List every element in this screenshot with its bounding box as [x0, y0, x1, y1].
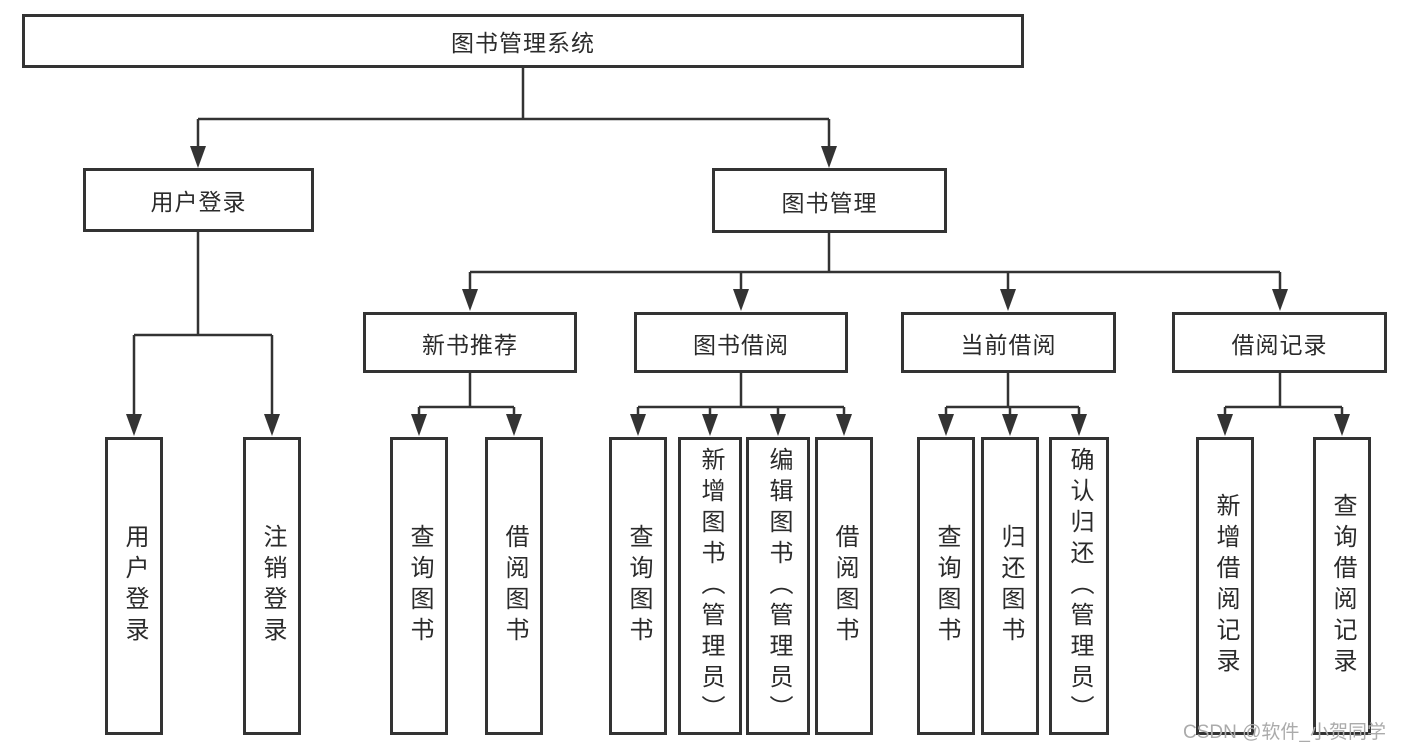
- arrow-down-icon: [1217, 414, 1233, 436]
- leaf-label: 确认归还（管理员）: [1066, 446, 1093, 726]
- arrow-down-icon: [1000, 289, 1016, 311]
- arrow-down-icon: [126, 414, 142, 436]
- leaf-add-borrow-record: 新增借阅记录: [1196, 437, 1254, 735]
- leaf-query-borrow-record: 查询借阅记录: [1313, 437, 1371, 735]
- leaf-label: 查询借阅记录: [1329, 493, 1356, 679]
- arrow-down-icon: [1002, 414, 1018, 436]
- arrow-down-icon: [1071, 414, 1087, 436]
- arrow-down-icon: [190, 146, 206, 168]
- node-new-book-recommendation: 新书推荐: [363, 312, 577, 373]
- arrow-down-icon: [506, 414, 522, 436]
- leaf-user-login: 用户登录: [105, 437, 163, 735]
- leaf-edit-books-admin: 编辑图书（管理员）: [746, 437, 810, 735]
- node-book-borrowing: 图书借阅: [634, 312, 848, 373]
- node-root: 图书管理系统: [22, 14, 1024, 68]
- arrow-down-icon: [821, 146, 837, 168]
- node-user-login: 用户登录: [83, 168, 314, 232]
- leaf-label: 新增借阅记录: [1212, 493, 1239, 679]
- leaf-confirm-return-admin: 确认归还（管理员）: [1049, 437, 1109, 735]
- arrow-down-icon: [462, 289, 478, 311]
- arrow-down-icon: [770, 414, 786, 436]
- arrow-down-icon: [264, 414, 280, 436]
- arrow-down-icon: [733, 289, 749, 311]
- arrow-down-icon: [836, 414, 852, 436]
- leaf-label: 查询图书: [406, 524, 433, 648]
- leaf-query-books-recommend: 查询图书: [390, 437, 448, 735]
- leaf-query-books-borrow: 查询图书: [609, 437, 667, 735]
- leaf-logout: 注销登录: [243, 437, 301, 735]
- arrow-down-icon: [1272, 289, 1288, 311]
- arrow-down-icon: [630, 414, 646, 436]
- leaf-label: 编辑图书（管理员）: [765, 446, 792, 726]
- arrow-down-icon: [702, 414, 718, 436]
- arrow-down-icon: [938, 414, 954, 436]
- leaf-label: 借阅图书: [831, 524, 858, 648]
- node-borrowing-records: 借阅记录: [1172, 312, 1387, 373]
- leaf-borrow-books-recommend: 借阅图书: [485, 437, 543, 735]
- leaf-add-books-admin: 新增图书（管理员）: [678, 437, 742, 735]
- leaf-label: 注销登录: [259, 524, 286, 648]
- leaf-borrow-books: 借阅图书: [815, 437, 873, 735]
- leaf-query-books-current: 查询图书: [917, 437, 975, 735]
- csdn-watermark: CSDN @软件_小贺同学: [1183, 722, 1386, 743]
- leaf-label: 用户登录: [121, 524, 148, 648]
- leaf-label: 查询图书: [933, 524, 960, 648]
- leaf-return-books: 归还图书: [981, 437, 1039, 735]
- node-book-management: 图书管理: [712, 168, 947, 233]
- leaf-label: 查询图书: [625, 524, 652, 648]
- arrow-down-icon: [411, 414, 427, 436]
- leaf-label: 借阅图书: [501, 524, 528, 648]
- arrow-down-icon: [1334, 414, 1350, 436]
- leaf-label: 新增图书（管理员）: [697, 446, 724, 726]
- arrowheads: [126, 146, 1350, 436]
- node-current-borrowing: 当前借阅: [901, 312, 1116, 373]
- leaf-label: 归还图书: [997, 524, 1024, 648]
